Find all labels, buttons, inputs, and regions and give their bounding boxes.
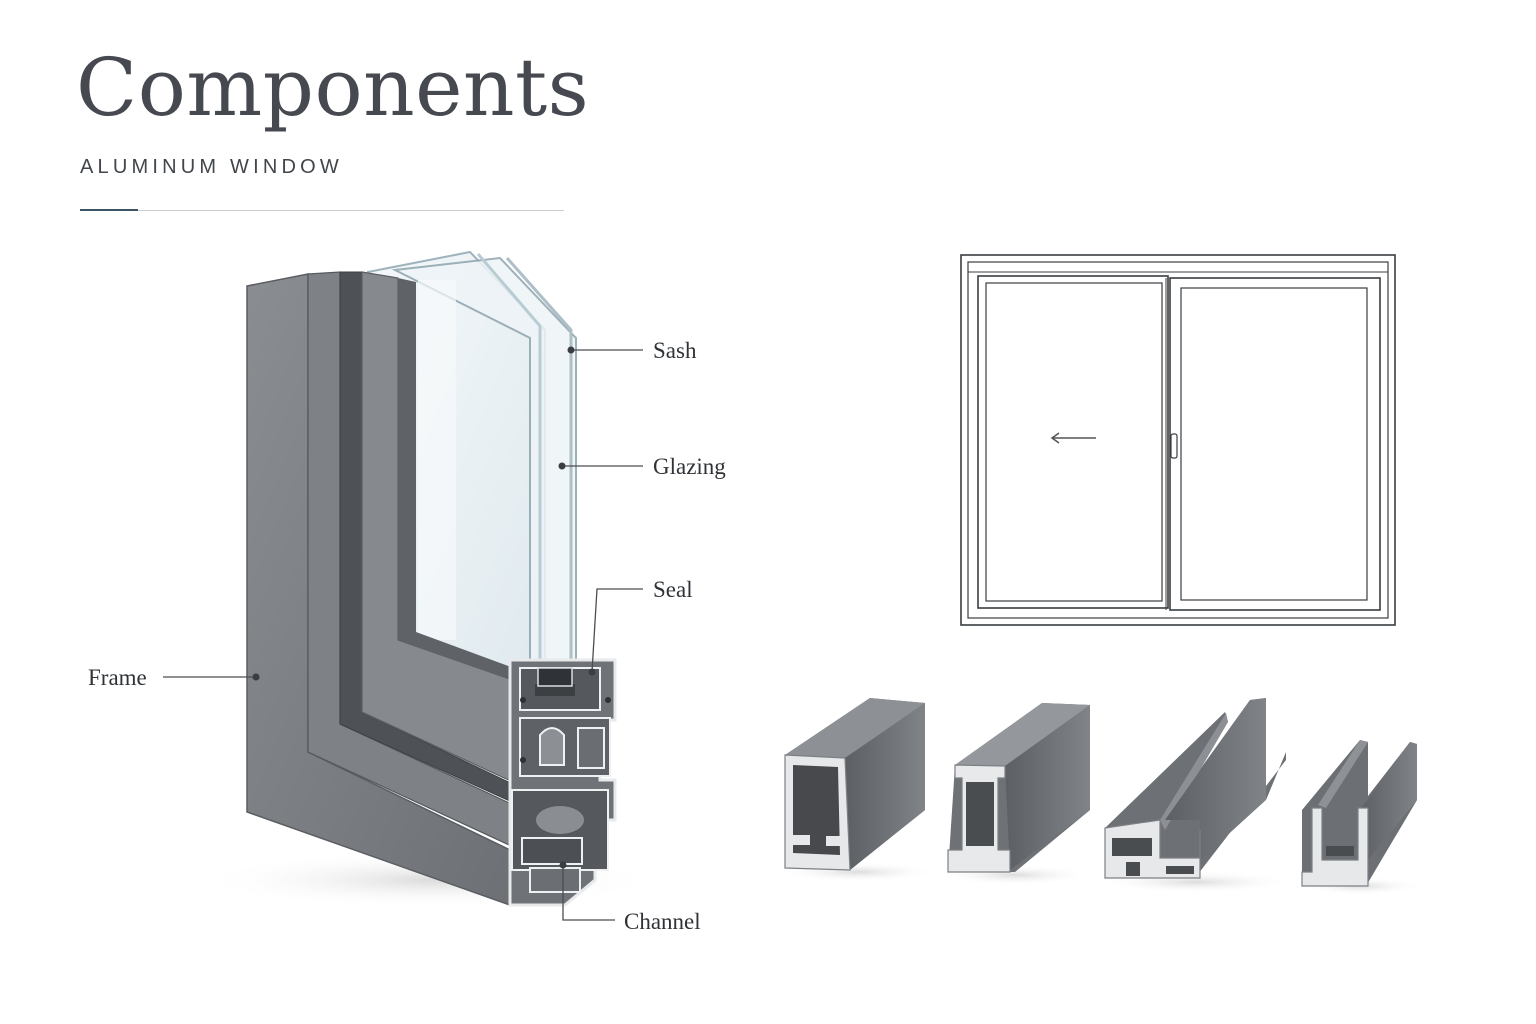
frame-leader-dot [252,673,260,681]
frame-cross-section [508,658,617,907]
callouts [163,349,643,921]
title-rule-accent [80,209,138,211]
track-profile [1095,698,1295,893]
title-rule [138,210,564,211]
label-sash: Sash [653,338,697,363]
sash-leader-dot [567,346,575,354]
window-corner-section [200,250,660,908]
right-panel [1169,277,1381,611]
rectangular-tube-profile [778,698,938,882]
page-subtitle: ALUMINUM WINDOW [80,156,343,178]
channel-leader-dot [559,861,567,869]
arrow-left-icon [1050,432,1096,444]
left-panel [977,275,1169,609]
seal-leader [591,588,643,673]
seal-gasket [537,667,573,687]
page-title: Components [76,41,590,134]
label-seal: Seal [653,577,693,602]
label-frame: Frame [88,665,147,690]
sash-profile [937,703,1093,885]
label-glazing: Glazing [653,454,726,479]
glazing-leader-dot [558,462,566,470]
handle-icon [1170,433,1178,459]
sliding-window-drawing [960,254,1396,626]
outer-frame-outline [960,254,1396,626]
seal-leader-dot [588,668,596,676]
u-channel-profile [1298,740,1422,895]
channel-leader [562,865,615,921]
label-channel: Channel [624,909,701,934]
